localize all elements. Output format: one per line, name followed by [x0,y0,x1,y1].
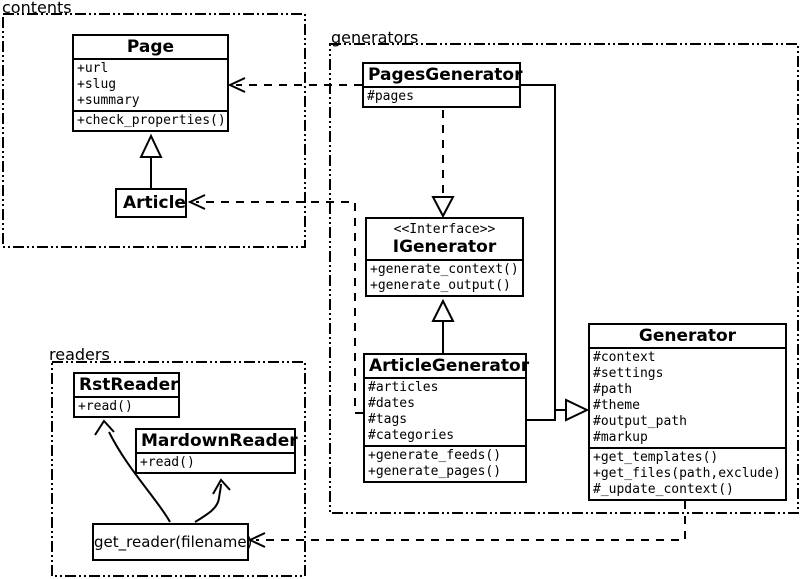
class-title: Article [123,193,186,213]
attributes-section: #articles #dates #tags #categories [365,377,525,445]
class-generator: Generator #context #settings #path #them… [588,323,787,501]
attribute: #theme [593,398,640,413]
attribute: #pages [367,89,414,104]
method: +read() [140,455,195,470]
generalization-arrow-generators-generator [520,84,590,422]
methods-section: +generate_feeds() +generate_pages() [365,445,525,481]
attribute: #output_path [593,414,687,429]
attribute: #markup [593,430,648,445]
attribute: #path [593,382,633,397]
class-title: ArticleGenerator [369,356,530,376]
class-title: MardownReader [141,431,298,451]
method: +generate_context() [370,262,519,277]
arrow-getreader-rstreader [94,419,171,523]
class-rstreader: RstReader +read() [73,372,180,418]
class-title: IGenerator [392,237,497,257]
dependency-arrow-pagesgenerator-page [227,77,362,93]
method: #_update_context() [593,482,734,497]
methods-section: +generate_context() +generate_output() [367,259,522,295]
method: +get_templates() [593,450,719,465]
method: +check_properties() [77,113,226,128]
class-header: <<Interface>> IGenerator [367,219,522,259]
attribute: +summary [77,93,140,108]
class-title: RstReader [79,375,179,395]
class-mardownreader: MardownReader +read() [135,428,298,474]
attribute: #articles [368,380,439,395]
attribute: +slug [77,77,117,92]
dependency-arrow-generator-getreader [247,501,686,548]
methods-section: +read() [75,396,178,416]
attribute: +url [77,61,109,76]
dependency-arrow-articlegenerator-article [187,194,363,414]
methods-section: +read() [137,452,294,472]
methods-section: +check_properties() [74,110,227,130]
attribute: #context [593,350,656,365]
package-label-readers: readers [49,345,110,364]
class-title: PagesGenerator [368,65,523,85]
attribute: #dates [368,396,415,411]
class-igenerator: <<Interface>> IGenerator +generate_conte… [365,217,524,297]
class-title: Generator [638,326,737,346]
get-reader-box: get_reader(filename) [92,523,252,561]
attributes-section: #context #settings #path #theme #output_… [590,347,785,447]
package-generators-border [329,43,799,514]
package-label-contents: contents [2,0,72,17]
attribute: #tags [368,412,408,427]
stereotype: <<Interface>> [393,222,496,237]
attributes-section: #pages [364,86,519,106]
generalization-arrow-article-page [139,133,163,188]
method: +generate_pages() [368,464,502,479]
generalization-arrow-articlegenerator-igenerator [431,298,455,353]
class-pagesgenerator: PagesGenerator #pages [362,62,523,108]
arrow-getreader-mardownreader [194,478,231,523]
attributes-section: +url +slug +summary [74,58,227,110]
package-label-generators: generators [331,28,419,47]
methods-section: +get_templates() +get_files(path,exclude… [590,447,785,499]
method: +generate_feeds() [368,448,502,463]
class-title: Page [126,37,175,57]
method: +generate_output() [370,278,511,293]
class-articlegenerator: ArticleGenerator #articles #dates #tags … [363,353,530,483]
method: +get_files(path,exclude) [593,466,781,481]
attribute: #categories [368,428,455,443]
method: +read() [78,399,133,414]
package-contents-border [2,13,306,248]
attribute: #settings [593,366,664,381]
class-page: Page +url +slug +summary +check_properti… [72,34,229,132]
realization-arrow-pagesgenerator-igenerator [431,110,455,219]
class-article: Article [115,188,187,218]
package-readers-border [51,361,306,577]
